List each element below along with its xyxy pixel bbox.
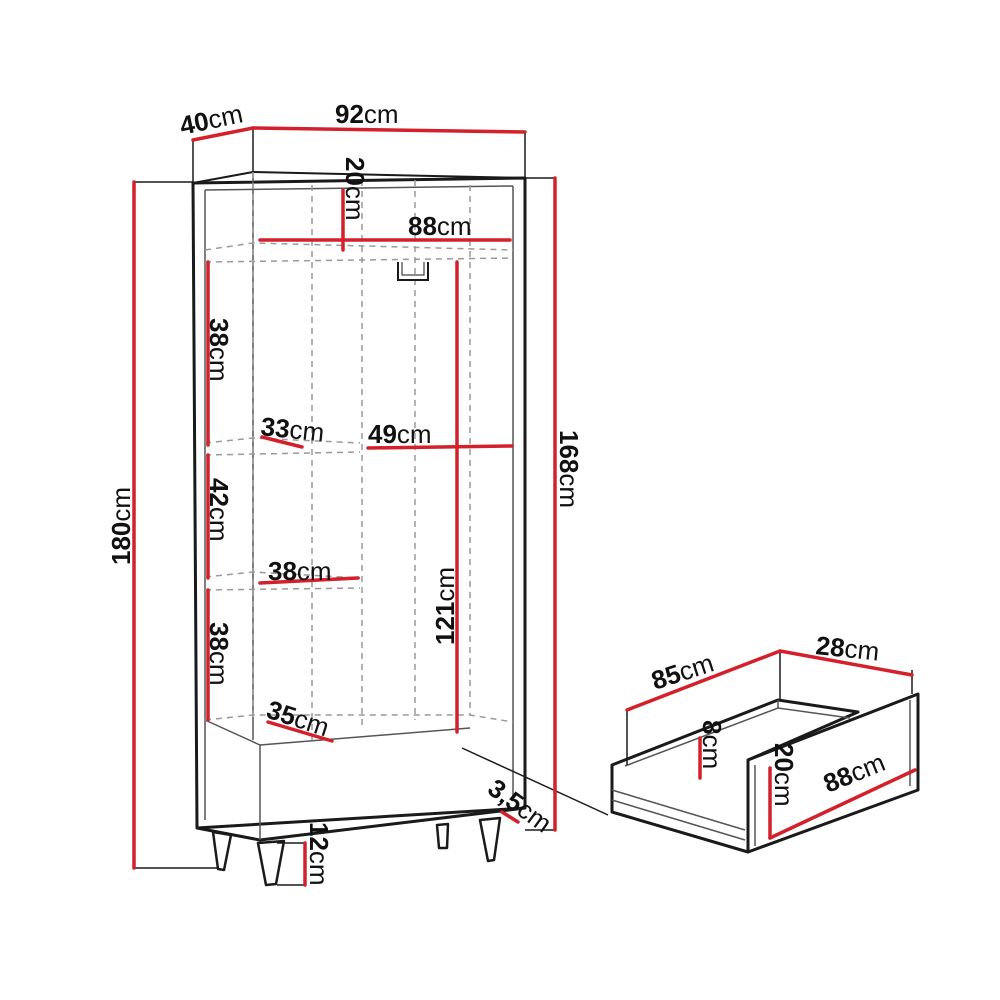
label-leg-height: 12cm xyxy=(304,822,334,886)
label-bottom-shelf-depth: 35cm xyxy=(263,694,333,742)
dim-line-bottom-shelf-depth xyxy=(266,720,334,743)
label-lower-shelf-height: 38cm xyxy=(204,622,234,686)
label-upper-shelf-depth: 33cm xyxy=(259,411,325,447)
label-drawer-inner-depth: 28cm xyxy=(814,630,880,666)
dim-line-middle-shelf-depth xyxy=(258,576,360,585)
wardrobe-legs xyxy=(211,816,502,887)
dimension-lines xyxy=(132,126,557,887)
label-body-height: 168cm xyxy=(554,430,584,508)
guide-lines xyxy=(134,128,609,886)
label-depth: 40cm xyxy=(177,98,245,141)
dim-line-hanging-width xyxy=(366,444,514,450)
label-width: 92cm xyxy=(335,99,399,129)
label-inner-width: 88cm xyxy=(408,211,472,241)
dim-line-drawer-depth xyxy=(625,649,782,712)
wardrobe-inner-dashed xyxy=(204,172,514,740)
label-drawer-front-height: 20cm xyxy=(769,743,799,807)
label-middle-shelf-height: 42cm xyxy=(204,478,234,542)
wardrobe-outline xyxy=(191,171,527,842)
dim-line-plinth xyxy=(500,810,520,824)
dim-line-depth xyxy=(191,126,255,142)
label-total-height: 180cm xyxy=(106,487,136,565)
label-hanging-height: 121cm xyxy=(430,567,460,645)
dim-line-upper-shelf-depth xyxy=(260,435,304,449)
label-top-compartment-height: 20cm xyxy=(340,157,370,221)
label-hanging-width: 49cm xyxy=(368,419,432,449)
label-middle-shelf-depth: 38cm xyxy=(268,556,332,586)
dim-line-width xyxy=(251,126,527,134)
label-upper-shelf-height: 38cm xyxy=(204,318,234,382)
label-drawer-inner-height: 8cm xyxy=(697,720,727,769)
dim-line-drawer-inner-depth xyxy=(778,649,914,677)
dim-line-drawer-front-width xyxy=(768,768,917,840)
hanging-rail-icon xyxy=(397,262,429,281)
drawer-dimension-lines xyxy=(625,649,917,840)
